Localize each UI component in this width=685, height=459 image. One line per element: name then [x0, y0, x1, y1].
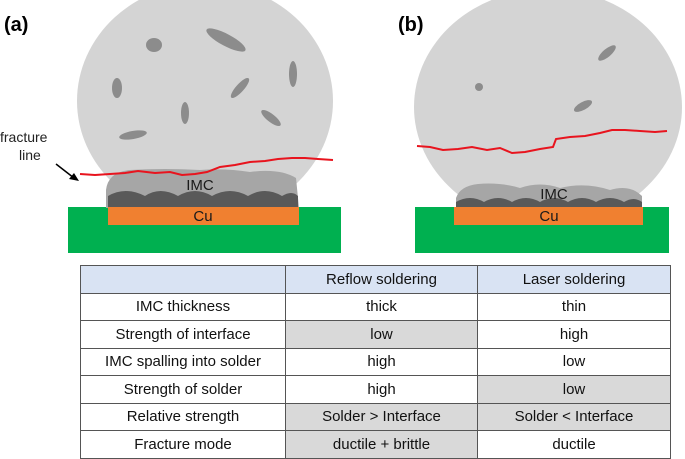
solder-ball-b [414, 0, 682, 225]
imc-scallops-a [108, 191, 298, 208]
laser-value-cell: ductile [477, 430, 671, 459]
row-label-cell: Strength of interface [80, 320, 286, 349]
solder-ball-a [77, 0, 333, 219]
laser-value-cell: low [477, 375, 671, 404]
row-label-cell: Strength of solder [80, 375, 286, 404]
fracture-annotation-line2: line [19, 147, 41, 163]
copper-pad-a [108, 207, 299, 225]
imc-spall-particles-a [112, 28, 297, 140]
panel-b: (b) Cu IMC [398, 0, 682, 253]
laser-value-cell: high [477, 320, 671, 349]
annotation-arrowhead [69, 173, 79, 181]
imc-label-b: IMC [540, 186, 568, 203]
panel-a-label: (a) [4, 14, 28, 36]
row-label-cell: Fracture mode [80, 430, 286, 459]
row-label-cell: IMC spalling into solder [80, 347, 286, 376]
imc-spall-particles-b [475, 45, 616, 112]
reflow-value-cell: Solder > Interface [285, 402, 478, 431]
comparison-table: Reflow soldering Laser soldering IMC thi… [80, 265, 671, 459]
cu-label-a: Cu [193, 208, 212, 225]
reflow-value-cell: high [285, 347, 478, 376]
table-header-row: Reflow soldering Laser soldering [80, 265, 671, 294]
laser-value-cell: Solder < Interface [477, 402, 671, 431]
reflow-value-cell: thick [285, 292, 478, 321]
row-label-cell: Relative strength [80, 402, 286, 431]
reflow-value-cell: high [285, 375, 478, 404]
header-reflow-soldering: Reflow soldering [285, 265, 478, 294]
reflow-value-cell: ductile + brittle [285, 430, 478, 459]
laser-value-cell: low [477, 347, 671, 376]
reflow-value-cell: low [285, 320, 478, 349]
cu-label-b: Cu [539, 208, 558, 225]
fracture-annotation-line1: fracture [0, 129, 48, 145]
imc-scallops-b [456, 198, 642, 208]
fracture-line-b [416, 129, 668, 155]
row-label-cell: IMC thickness [80, 292, 286, 321]
imc-label-a: IMC [186, 177, 214, 194]
laser-value-cell: thin [477, 292, 671, 321]
solder-joint-diagram: (a) Cu IMC fracture line (b) [0, 0, 682, 253]
header-empty-cell [80, 265, 286, 294]
panel-b-label: (b) [398, 14, 424, 36]
copper-pad-b [454, 207, 643, 225]
fracture-line-a [79, 157, 334, 177]
header-laser-soldering: Laser soldering [477, 265, 671, 294]
panel-a: (a) Cu IMC fracture line [0, 0, 341, 253]
annotation-arrow [55, 163, 75, 179]
